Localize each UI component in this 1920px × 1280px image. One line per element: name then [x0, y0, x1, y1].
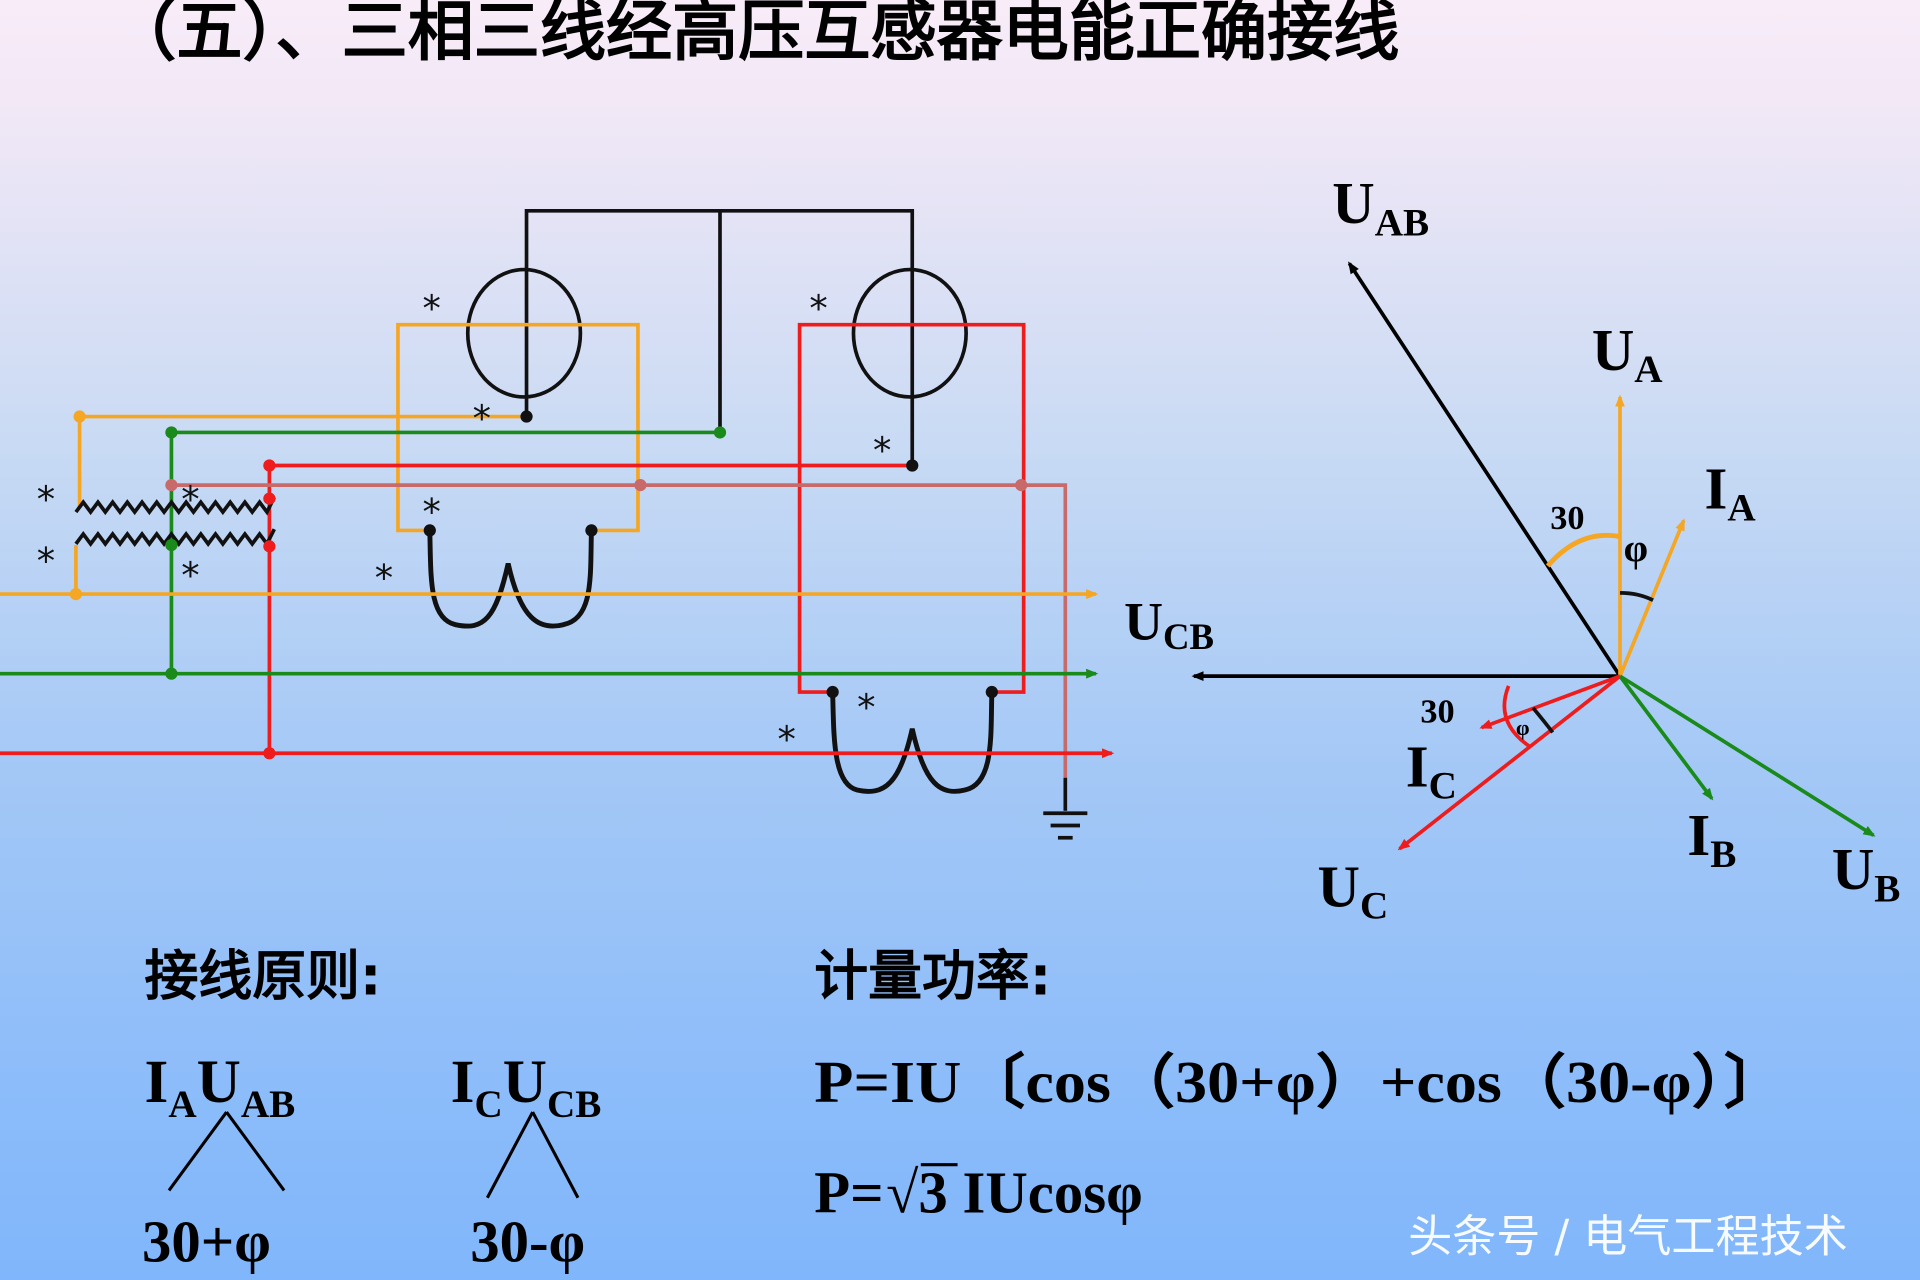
svg-text:*: * [422, 287, 440, 330]
principle-pair-1: IAUAB 30+φ [142, 1048, 295, 1274]
meter1-current-coil [427, 530, 594, 629]
polarity-marks: * * * * * * * * * * * * [37, 287, 892, 761]
angle-arc-phi-c [1531, 706, 1555, 734]
principle-heading: 接线原则: [144, 944, 381, 1007]
svg-text:ICUCB: ICUCB [451, 1048, 602, 1126]
phasor-ic [1479, 674, 1621, 730]
meter2-voltage-coil [851, 267, 968, 399]
power-formula-2: P=√3 IUcosφ [814, 1160, 1143, 1225]
ucb-line-label: UCB [1124, 591, 1214, 657]
svg-text:*: * [181, 478, 199, 521]
ground-symbol [1043, 777, 1088, 840]
svg-text:30: 30 [1420, 693, 1454, 731]
angle-arc-30-c [1502, 685, 1532, 749]
svg-text:UAB: UAB [1332, 171, 1429, 244]
phasor-labels: UAB UA IA IC UC IB UB 30 φ 30 φ [1318, 171, 1901, 928]
wire-c-secondary [267, 463, 913, 754]
svg-text:IA: IA [1704, 456, 1755, 529]
svg-text:*: * [375, 556, 393, 599]
meter1-orange-loop [396, 322, 640, 533]
svg-text:*: * [37, 478, 55, 521]
phasor-uc [1397, 674, 1622, 851]
meter2-current-coil [830, 691, 995, 794]
meter1-voltage-coil [465, 267, 583, 399]
svg-text:IAUAB: IAUAB [144, 1048, 295, 1126]
power-heading: 计量功率: [814, 944, 1051, 1007]
svg-text:*: * [37, 539, 55, 582]
svg-text:φ: φ [1516, 715, 1530, 740]
svg-text:*: * [857, 686, 875, 729]
wire-a-secondary [77, 414, 527, 509]
svg-text:*: * [809, 287, 827, 330]
svg-text:30-φ: 30-φ [470, 1209, 585, 1274]
svg-text:*: * [181, 554, 199, 597]
svg-text:30: 30 [1550, 499, 1584, 537]
phasor-ub [1619, 674, 1876, 837]
phasor-uab [1347, 261, 1622, 678]
sqrt-sign: √ [886, 1160, 919, 1225]
watermark: 头条号 / 电气工程技术 [1408, 1212, 1848, 1263]
svg-text:φ: φ [1624, 527, 1648, 570]
page-title: （五）、三相三线经高压互感器电能正确接线 [110, 0, 1399, 70]
principle-pair-2: ICUCB 30-φ [451, 1048, 602, 1274]
angle-arc-30-a [1545, 532, 1621, 568]
phasor-diagram [1191, 261, 1876, 851]
svg-text:*: * [778, 718, 796, 761]
svg-text:P=√3 IUcosφ: P=√3 IUcosφ [814, 1160, 1143, 1225]
meter2-red-loop [797, 322, 1026, 694]
angle-arc-phi-a [1619, 591, 1654, 602]
svg-text:UA: UA [1592, 318, 1663, 391]
phasor-ib [1618, 675, 1714, 801]
svg-text:*: * [873, 429, 891, 472]
svg-text:IB: IB [1687, 803, 1736, 876]
svg-text:UB: UB [1832, 837, 1901, 910]
pt-windings [74, 496, 276, 548]
svg-text:IC: IC [1406, 734, 1457, 807]
svg-text:UC: UC [1318, 854, 1389, 927]
svg-text:*: * [473, 397, 491, 440]
wire-return-ground [171, 483, 1068, 778]
power-formula-1: P=IU〔cos（30+φ）+cos（30-φ）〕 [814, 1050, 1787, 1115]
svg-text:*: * [422, 490, 440, 533]
wiring-diagram [0, 208, 1115, 840]
black-voltage-wires [524, 208, 915, 466]
junction-dots [69, 410, 1028, 760]
svg-text:30+φ: 30+φ [142, 1209, 271, 1274]
